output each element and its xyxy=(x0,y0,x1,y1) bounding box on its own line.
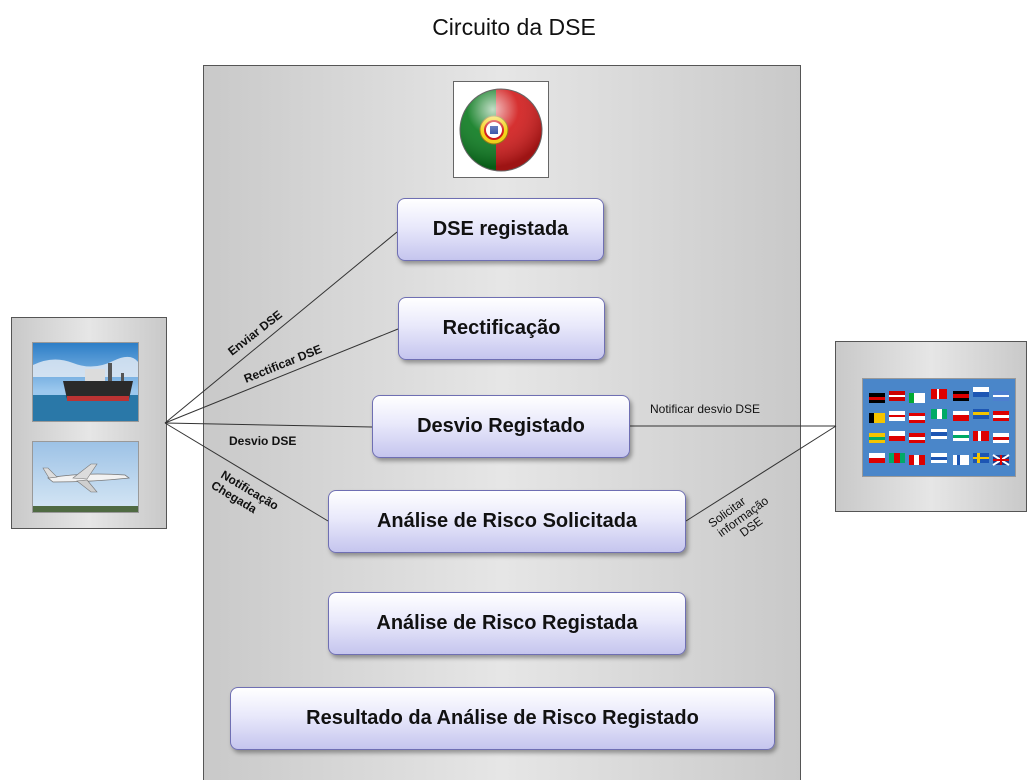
label-desvio-dse: Desvio DSE xyxy=(229,434,296,448)
portugal-flag-frame xyxy=(453,81,549,178)
edge-solicitar-informacao xyxy=(685,425,837,522)
state-resultado-analise: Resultado da Análise de Risco Registado xyxy=(230,687,775,750)
state-dse-registada: DSE registada xyxy=(397,198,604,261)
cargo-ship-icon xyxy=(32,342,139,422)
label-notificar-desvio: Notificar desvio DSE xyxy=(650,402,760,416)
label-solicitar-informacao: Solicitar informação DSE xyxy=(706,493,772,539)
state-analise-registada: Análise de Risco Registada xyxy=(328,592,686,655)
airplane-icon xyxy=(32,441,139,513)
portugal-flag-icon xyxy=(459,88,543,172)
label-notificacao-chegada: Notificação Chegada xyxy=(209,468,281,517)
eu-flags-icon xyxy=(862,378,1016,477)
state-rectificacao: Rectificação xyxy=(398,297,605,360)
diagram-title: Circuito da DSE xyxy=(432,14,596,40)
edge-enviar-dse xyxy=(164,231,398,424)
edge-rectificar-dse xyxy=(164,328,399,424)
label-enviar-dse: Enviar DSE xyxy=(225,307,285,358)
edge-desvio-dse xyxy=(164,422,373,428)
state-analise-solicitada: Análise de Risco Solicitada xyxy=(328,490,686,553)
state-desvio-registado: Desvio Registado xyxy=(372,395,630,458)
edge-notificacao-chegada xyxy=(164,422,329,522)
